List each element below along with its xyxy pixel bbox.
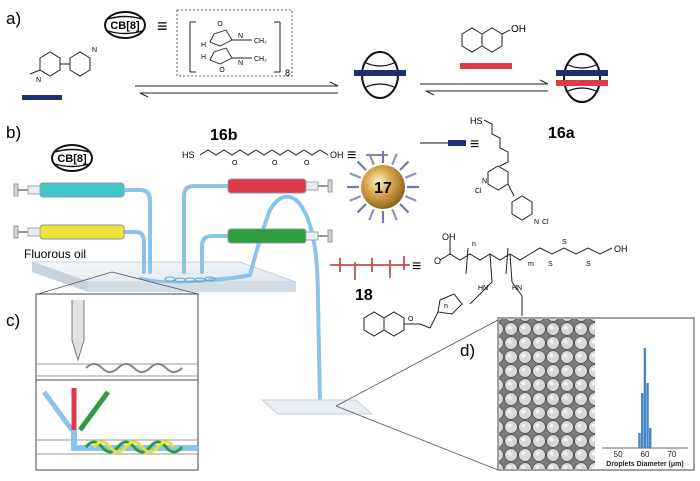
chem-16b-o1: O (232, 160, 238, 167)
viologen-n-right: N (92, 47, 97, 54)
cb8-monomer-structure: O O H H N N CH₂ CH₂ 8 (176, 9, 293, 78)
fluorous-oil-label: Fluorous oil (24, 247, 86, 261)
chem-16a-n2: N (534, 219, 539, 226)
droplet-size-histogram: 50 60 70 Droplets Diameter (μm) (602, 348, 688, 468)
chem-18-o1: O (434, 256, 441, 266)
glycoluril-ch2-bottom: CH₂ (254, 56, 267, 63)
polymer-18-icon (330, 256, 410, 280)
chem-18-s3: S (586, 261, 591, 268)
chem-18-m: m (528, 261, 534, 268)
panel-label-b: b) (6, 123, 21, 142)
chem-16b-o3: O (304, 160, 310, 167)
glycoluril-o-top: O (217, 21, 223, 28)
cb8-label: CB[8] (110, 20, 140, 32)
glycoluril-h2: H (201, 54, 206, 61)
gold-nanoparticle-17: 17 (347, 151, 419, 223)
compound-18-structure (363, 240, 613, 337)
zoom-callout-lines-c (37, 271, 199, 295)
histogram-bar (638, 433, 641, 448)
ligand-spike (391, 153, 398, 166)
chem-16b-hs: HS (182, 150, 195, 160)
cb8-label-b: CB[8] (57, 153, 87, 165)
glycoluril-h1: H (201, 42, 206, 49)
chem-18-n: n (472, 241, 476, 248)
panel-c-box (35, 293, 199, 471)
chem-16a-hs: HS (470, 116, 483, 126)
droplet-micrograph (499, 319, 595, 469)
chem-16a-cl2: Cl (542, 219, 549, 226)
ligand-spike (399, 160, 410, 171)
compound-16b-label: 16b (210, 127, 238, 144)
droplet-train-chip (164, 276, 216, 283)
syringe-cyan (13, 182, 125, 198)
glycoluril-n2: N (238, 60, 243, 67)
compound-18-label: 18 (355, 287, 373, 304)
ligand-spike (356, 160, 367, 171)
equilibrium-arrow-2 (420, 79, 549, 96)
panel-label-a: a) (6, 9, 21, 28)
histogram-bar (640, 393, 644, 448)
histogram-xlabel: Droplets Diameter (μm) (606, 461, 683, 468)
chem-18-o-ether: O (408, 316, 414, 323)
naphthol-oh: OH (511, 24, 526, 35)
naphthol-structure (461, 27, 511, 53)
chem-16a-n1: N (482, 178, 487, 185)
histogram-bar (646, 383, 649, 448)
histogram-tick-label: 70 (667, 450, 676, 459)
chem-18-cooh: OH (614, 244, 628, 254)
viologen-n-left: N (36, 77, 41, 84)
panel-label-c: c) (6, 311, 20, 330)
chem-18-triazole-n: n (444, 303, 448, 310)
histogram-tick-label: 50 (614, 450, 623, 459)
ligand-spike (356, 203, 367, 214)
histogram-bar (649, 428, 652, 448)
equilibrium-arrow-1 (135, 81, 339, 98)
viologen-structure (29, 51, 91, 77)
chem-18-oh: OH (442, 232, 456, 242)
equiv-16b: ≡ (347, 147, 356, 164)
syringe-yellow (13, 224, 125, 240)
ligand-spike (404, 172, 417, 179)
ternary-complex-icon (556, 53, 608, 103)
chem-18-s1: S (548, 261, 553, 268)
ligand-spike (349, 195, 362, 202)
chem-16b-oh: OH (330, 150, 344, 160)
binary-complex-icon (354, 51, 406, 99)
microfluidic-chip (31, 261, 297, 292)
chem-18-s2: S (562, 239, 567, 246)
ligand-spike (404, 195, 417, 202)
cb8-host-icon: CB[8] (104, 11, 146, 39)
zoom-callout-lines-d (335, 319, 499, 471)
cb8-host-icon-b: CB[8] (51, 144, 93, 172)
glycoluril-n1: N (238, 33, 243, 40)
ligand-spike (368, 153, 375, 166)
naphthol-bar-icon (460, 63, 512, 69)
syringe-green (227, 228, 333, 244)
equiv-symbol-a: ≡ (157, 16, 168, 36)
collection-slide (260, 399, 374, 415)
chem-18-hn2: HN (512, 285, 522, 292)
histogram-tick-label: 60 (641, 450, 650, 459)
ligand-spike (391, 208, 398, 221)
syringe-red (227, 178, 333, 194)
chem-16a-cl1: Cl (475, 188, 482, 195)
compound-17-label: 17 (374, 180, 392, 197)
equiv-18: ≡ (412, 258, 421, 275)
equiv-16a: ≡ (470, 136, 479, 153)
16a-viologen-icon (448, 140, 466, 146)
histogram-bar (643, 348, 647, 448)
glycoluril-ch2-top: CH₂ (254, 38, 267, 45)
chem-18-hn1: HN (478, 285, 488, 292)
compound-16a-structure (483, 119, 533, 221)
panel-label-d: d) (460, 341, 475, 360)
ligand-spike (368, 208, 375, 221)
repeat-count: 8 (285, 68, 290, 78)
chem-16b-o2: O (272, 160, 278, 167)
viologen-bar-icon (22, 95, 62, 100)
compound-16a-label: 16a (548, 125, 575, 142)
compound-16b-structure (199, 149, 329, 156)
ligand-spike (399, 203, 410, 214)
ligand-spike (349, 172, 362, 179)
glycoluril-o-bottom: O (219, 67, 225, 74)
